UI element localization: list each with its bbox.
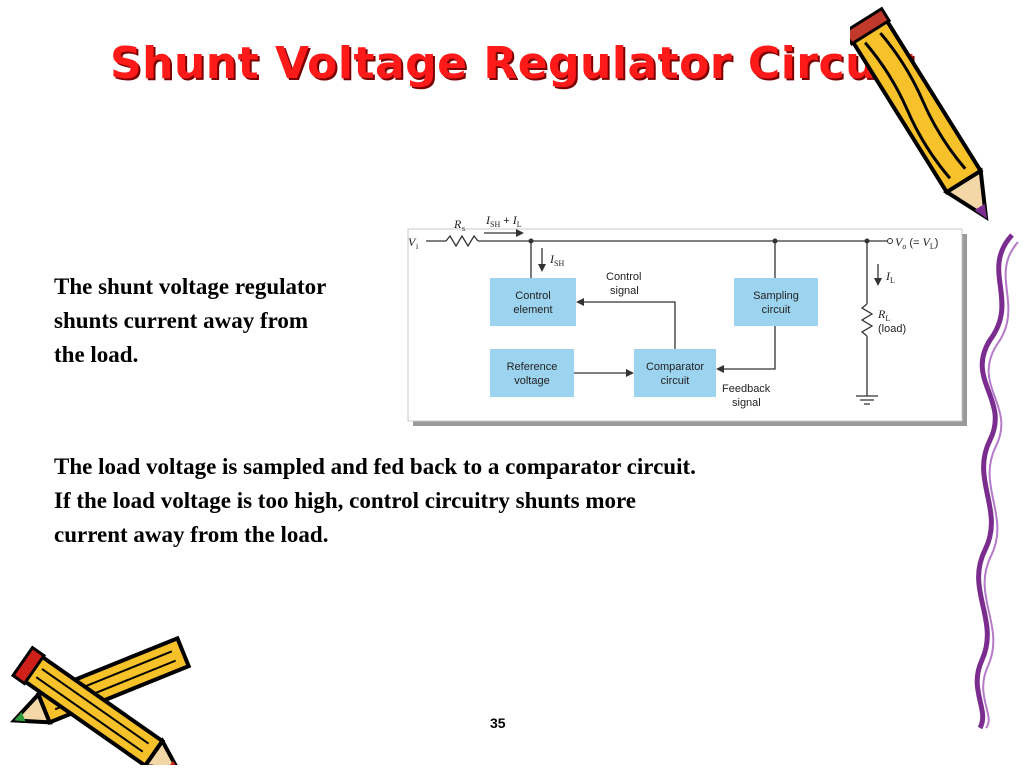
feedback-label: Feedback bbox=[722, 383, 771, 395]
intro-line: the load. bbox=[54, 342, 139, 367]
comparator-circuit-box bbox=[634, 349, 716, 397]
output-terminal bbox=[887, 238, 893, 244]
svg-text:s: s bbox=[462, 224, 465, 233]
svg-text:voltage: voltage bbox=[514, 375, 549, 387]
svg-text:Reference: Reference bbox=[507, 361, 558, 373]
explanation-paragraph: The load voltage is sampled and fed back… bbox=[54, 450, 696, 552]
intro-paragraph: The shunt voltage regulator shunts curre… bbox=[54, 270, 326, 372]
page-number: 35 bbox=[490, 715, 506, 731]
ground-symbol bbox=[856, 395, 878, 405]
intro-line: shunts current away from bbox=[54, 308, 309, 333]
rl-load-label: (load) bbox=[878, 323, 906, 335]
explanation-line: If the load voltage is too high, control… bbox=[54, 488, 637, 513]
il-arrow bbox=[874, 278, 882, 286]
svg-text:Control: Control bbox=[515, 290, 550, 302]
explanation-line: current away from the load. bbox=[54, 522, 329, 547]
svg-text:i: i bbox=[416, 242, 419, 251]
explanation-line: The load voltage is sampled and fed back… bbox=[54, 454, 696, 479]
sampling-circuit-box bbox=[734, 278, 818, 326]
rs-resistor bbox=[445, 234, 479, 248]
slide-title: Shunt Voltage Regulator Circuit bbox=[109, 38, 915, 89]
ish-arrow bbox=[538, 264, 546, 272]
svg-text:signal: signal bbox=[732, 397, 761, 409]
crossed-pencils-icon bbox=[9, 635, 192, 765]
svg-text:signal: signal bbox=[610, 285, 639, 297]
ish-label: ISH bbox=[549, 252, 564, 268]
circuit-diagram: V i R s ISH + IL Vo (= VL) ISH Control e… bbox=[398, 206, 972, 435]
svg-text:element: element bbox=[513, 304, 552, 316]
vi-label: V bbox=[408, 235, 417, 249]
rl-label: RL bbox=[877, 307, 890, 323]
intro-line: The shunt voltage regulator bbox=[54, 274, 327, 299]
il-label: IL bbox=[885, 269, 895, 285]
vo-label: Vo (= VL) bbox=[895, 235, 938, 251]
control-signal-label: Control bbox=[606, 271, 641, 283]
pencil-icon bbox=[850, 6, 989, 222]
load-resistor bbox=[860, 303, 874, 337]
rs-label: R bbox=[453, 217, 462, 231]
reference-voltage-box bbox=[490, 349, 574, 397]
svg-text:Comparator: Comparator bbox=[646, 361, 704, 373]
total-current-label: ISH + IL bbox=[485, 213, 522, 229]
svg-text:Sampling: Sampling bbox=[753, 290, 799, 302]
svg-text:circuit: circuit bbox=[661, 375, 690, 387]
control-signal-line bbox=[584, 301, 676, 349]
control-element-box bbox=[490, 278, 576, 326]
feedback-line bbox=[724, 326, 776, 370]
wavy-line-decoration bbox=[974, 233, 1019, 730]
current-arrow bbox=[516, 229, 524, 237]
svg-text:circuit: circuit bbox=[762, 304, 791, 316]
